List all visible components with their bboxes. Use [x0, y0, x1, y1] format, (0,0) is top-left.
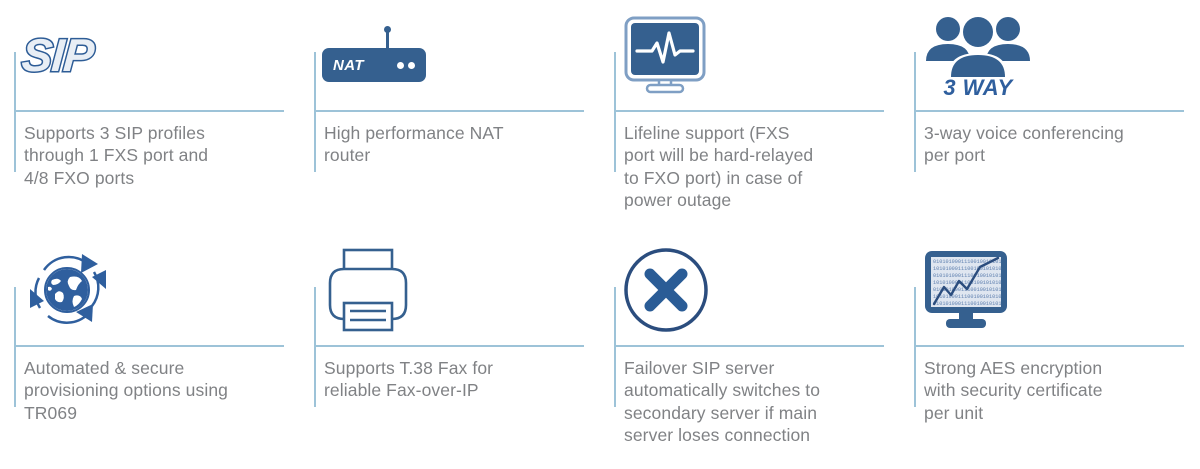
icon-area [314, 235, 600, 345]
icon-area [614, 235, 900, 345]
feature-cell-nat: NAT High performance NAT router [300, 0, 600, 235]
printer-fax-icon [328, 248, 408, 332]
cell-rule-horizontal [314, 345, 584, 347]
cell-rule-vertical [314, 52, 316, 172]
icon-area: SIP [14, 0, 300, 110]
monitor-heartbeat-icon [624, 16, 706, 94]
cell-rule-horizontal [14, 110, 284, 112]
icon-area [14, 235, 300, 345]
feature-cell-encryption: 0101010001110010010101 10101000111001001… [900, 235, 1200, 469]
feature-caption: Lifeline support (FXS port will be hard-… [624, 123, 814, 211]
svg-text:1010100011100100101010: 1010100011100100101010 [933, 266, 1002, 272]
cell-rule-vertical [614, 287, 616, 407]
svg-text:0101010001110010010101: 0101010001110010010101 [933, 301, 1002, 307]
nat-router-icon: NAT [322, 26, 426, 82]
cell-rule-horizontal [614, 345, 884, 347]
cell-rule-vertical [314, 287, 316, 407]
led-indicators [397, 61, 415, 69]
feature-cell-fax: Supports T.38 Fax for reliable Fax-over-… [300, 235, 600, 469]
feature-caption: High performance NAT router [324, 123, 504, 166]
three-people-icon [926, 15, 1030, 77]
monitor-binary-chart-icon: 0101010001110010010101 10101000111001001… [925, 251, 1007, 328]
icon-area: 0101010001110010010101 10101000111001001… [914, 235, 1200, 345]
nat-label: NAT [333, 56, 364, 74]
cell-rule-vertical [614, 52, 616, 172]
feature-cell-sip: SIP Supports 3 SIP profiles through 1 FX… [0, 0, 300, 235]
svg-text:1010100011100100101010: 1010100011100100101010 [933, 280, 1002, 286]
cell-rule-horizontal [314, 110, 584, 112]
cell-rule-vertical [14, 52, 16, 172]
feature-caption: Failover SIP server automatically switch… [624, 358, 821, 446]
three-way-label: 3 WAY [943, 75, 1013, 100]
cell-rule-vertical [914, 287, 916, 407]
feature-caption: Automated & secure provisioning options … [24, 358, 228, 423]
three-way-badge: 3 WAY [922, 15, 1034, 101]
cell-rule-vertical [14, 287, 16, 407]
globe-refresh-icon [30, 254, 106, 324]
feature-caption: 3-way voice conferencing per port [924, 123, 1124, 166]
cell-rule-horizontal [914, 110, 1184, 112]
feature-cell-three-way: 3 WAY 3-way voice conferencing per port [900, 0, 1200, 235]
feature-caption: Supports T.38 Fax for reliable Fax-over-… [324, 358, 494, 401]
feature-cell-failover: Failover SIP server automatically switch… [600, 235, 900, 469]
cell-rule-horizontal [914, 345, 1184, 347]
feature-cell-lifeline: Lifeline support (FXS port will be hard-… [600, 0, 900, 235]
feature-caption: Strong AES encryption with security cert… [924, 358, 1103, 423]
cell-rule-vertical [914, 52, 916, 172]
svg-text:0101010001110010010101: 0101010001110010010101 [933, 259, 1002, 265]
svg-text:1010100011100100101010: 1010100011100100101010 [933, 294, 1002, 300]
antenna-icon [384, 26, 391, 52]
circle-x-icon [624, 248, 708, 332]
icon-area: NAT [314, 0, 600, 110]
feature-cell-provisioning: Automated & secure provisioning options … [0, 235, 300, 469]
led-dot [397, 61, 404, 69]
router-body: NAT [322, 48, 426, 82]
feature-caption: Supports 3 SIP profiles through 1 FXS po… [24, 123, 209, 188]
cell-rule-horizontal [614, 110, 884, 112]
icon-area: 3 WAY [914, 0, 1200, 110]
led-dot [408, 61, 415, 69]
svg-text:0101010001110010010101: 0101010001110010010101 [933, 273, 1002, 279]
cell-rule-horizontal [14, 345, 284, 347]
sip-logo-icon: SIP [19, 28, 97, 83]
icon-area [614, 0, 900, 110]
